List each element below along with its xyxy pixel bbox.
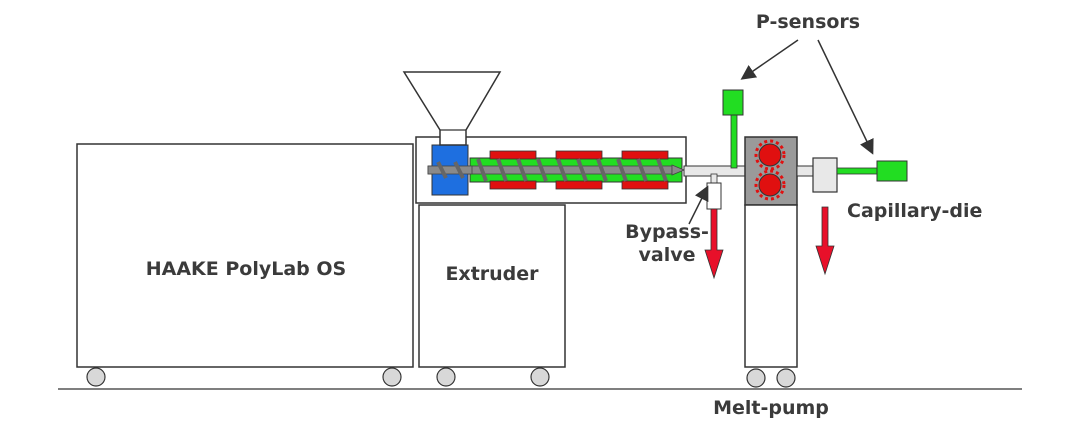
melt-pump-label: Melt-pump (713, 397, 829, 419)
heater-band (489, 150, 537, 160)
feed-hopper (402, 71, 502, 146)
capillary-die (812, 157, 838, 193)
extruder-stand (418, 204, 566, 387)
extruder-barrel-housing (415, 136, 687, 204)
heater-band (555, 180, 603, 190)
bypass-valve (706, 182, 722, 210)
bypass-outflow-arrow (704, 208, 724, 280)
pressure-sensor-2-stem (836, 167, 880, 175)
pump-gear-bottom (754, 169, 786, 201)
p-sensors-pointer-2 (817, 39, 874, 155)
capillary-die-label: Capillary-die (847, 200, 982, 222)
wheel (382, 367, 402, 387)
die-feed-line (796, 165, 814, 177)
die-outflow-arrow (815, 206, 835, 276)
heater-band (489, 180, 537, 190)
wheel (746, 368, 766, 388)
wheel (530, 367, 550, 387)
melt-pump-tower (744, 136, 798, 388)
pressure-sensor-1 (722, 89, 744, 116)
wheel (776, 368, 796, 388)
p-sensors-pointer-1 (740, 39, 799, 80)
bypass-valve-label-line2: valve (639, 244, 696, 266)
screw-tip (671, 164, 686, 176)
bypass-valve-label-line1: Bypass- (625, 221, 709, 243)
pressure-sensor-2 (876, 160, 908, 182)
p-sensors-label: P-sensors (756, 11, 860, 33)
heater-band (555, 150, 603, 160)
extruder-label: Extruder (445, 263, 539, 285)
wheel (86, 367, 106, 387)
pump-gear-top (754, 139, 786, 171)
heater-band (621, 150, 669, 160)
bypass-pointer (688, 185, 709, 225)
haake-label: HAAKE PolyLab OS (146, 258, 346, 280)
heater-band (621, 180, 669, 190)
haake-polylab-unit (76, 143, 414, 387)
pressure-sensor-1-stem (730, 111, 738, 169)
wheel (436, 367, 456, 387)
